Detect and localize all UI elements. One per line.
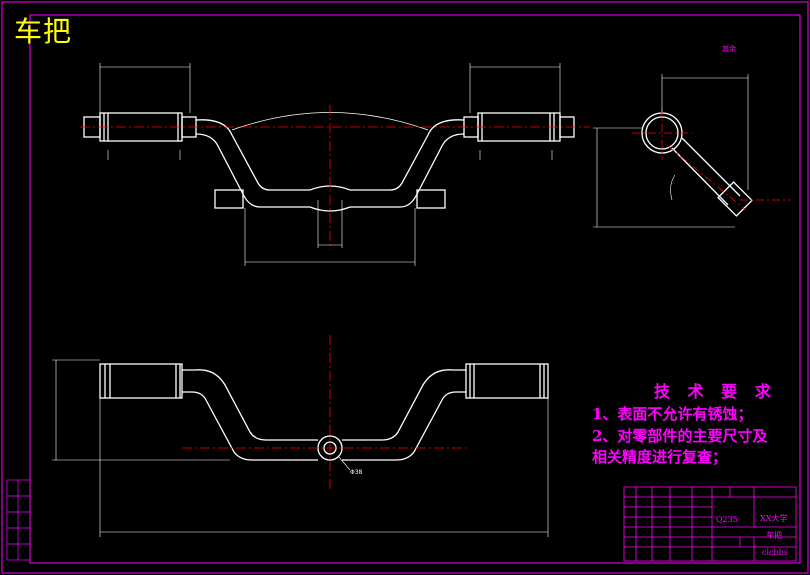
tech-requirements-heading: 技 术 要 求 [654,382,777,401]
side-view [641,112,753,217]
drawing-title: 车把 [14,15,73,48]
top-centerlines [182,335,468,492]
front-dims [99,63,561,266]
tech-requirement-3: 相关精度进行复查； [592,448,728,466]
bottom-right-grip [465,363,549,399]
side-centerlines [632,108,790,211]
side-tube-inner [645,116,679,150]
roughness-note: 其余 [722,45,736,53]
title-block [623,486,797,562]
top-view [99,363,549,461]
title-block-part-name: 车把 [766,531,782,540]
title-block-drawing-no: clcbbs [762,548,788,557]
bottom-left-grip [99,363,183,399]
title-block-material: Q235 [716,515,738,524]
title-block-school: XX大学 [760,514,788,523]
tech-requirement-2: 2、对零部件的主要尺寸及 [592,427,768,445]
front-centerlines [80,105,590,250]
bottom-center-hole-dim: Φ38 [350,469,363,476]
side-dims [593,74,749,228]
inner-border [29,14,801,564]
side-stamp [6,479,31,561]
top-dims [52,359,549,537]
tech-requirement-1: 1、表面不允许有锈蚀； [592,405,753,423]
